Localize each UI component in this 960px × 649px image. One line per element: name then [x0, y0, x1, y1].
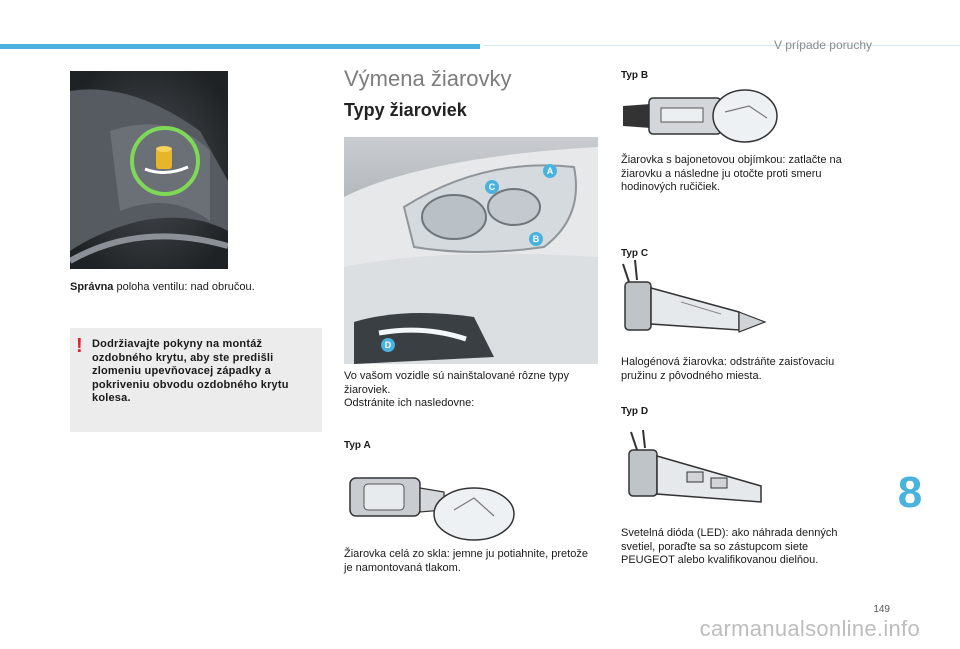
type-d-label: Typ D [621, 406, 649, 417]
type-b-caption: Žiarovka s bajonetovou objímkou: zatlačt… [621, 154, 842, 193]
type-a-caption: Žiarovka celá zo skla: jemne ju potiahni… [344, 548, 588, 574]
chapter-number: 8 [897, 468, 923, 517]
type-d-caption: Svetelná dióda (LED): ako náhrada dennýc… [621, 527, 838, 566]
warning-box [70, 328, 322, 432]
section-title: V prípade poruchy [773, 38, 872, 52]
warning-text: Dodržiavajte pokyny na montáž ozdobného … [92, 338, 289, 404]
callout-b: B [533, 234, 540, 244]
page-subtitle: Typy žiaroviek [344, 100, 467, 120]
watermark: carmanualsonline.info [699, 616, 920, 641]
bulb-type-b-image [621, 86, 781, 146]
type-a-label: Typ A [344, 440, 371, 451]
valve-photo [70, 71, 228, 269]
type-c-caption: Halogénová žiarovka: odstráňte zaisťovac… [621, 356, 835, 382]
intro-text: Vo vašom vozidle sú nainštalované rôzne … [344, 370, 598, 411]
intro-line-2: Odstránite ich nasledovne: [344, 397, 475, 409]
page-title: Výmena žiarovky [344, 66, 512, 91]
callout-c: C [489, 182, 496, 192]
headlight-photo: A B C D [344, 137, 598, 364]
bulb-type-c-image [621, 252, 771, 344]
valve-caption-bold: Správna [70, 281, 114, 293]
type-c-label: Typ C [621, 248, 649, 259]
intro-line-1: Vo vašom vozidle sú nainštalované rôzne … [344, 370, 570, 396]
type-b-label: Typ B [621, 70, 649, 81]
header-accent-bar [0, 44, 480, 49]
bulb-type-a-image [344, 458, 524, 544]
header-rule [484, 45, 960, 46]
valve-caption-text: poloha ventilu: nad obručou. [113, 281, 255, 293]
valve-caption: Správna poloha ventilu: nad obručou. [70, 280, 320, 294]
bulb-type-d-image [621, 428, 771, 512]
callout-d: D [385, 340, 392, 350]
callout-a: A [547, 166, 554, 176]
warning-icon: ! [76, 335, 83, 357]
page-number: 149 [873, 604, 890, 615]
